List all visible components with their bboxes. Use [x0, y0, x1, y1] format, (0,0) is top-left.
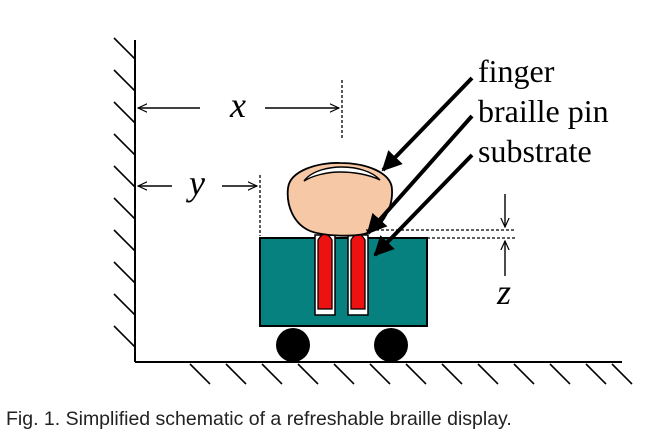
- substrate-label: substrate: [478, 133, 592, 169]
- left-wheel: [276, 328, 310, 362]
- z-dimension: [366, 194, 515, 276]
- finger-label: finger: [478, 53, 555, 89]
- floor-hatching: [189, 363, 633, 385]
- y-label: y: [186, 163, 205, 203]
- braille-pin-label: braille pin: [478, 93, 609, 129]
- x-label: x: [229, 85, 246, 125]
- x-dimension: [138, 80, 343, 140]
- braille-pin-right: [347, 233, 369, 316]
- z-label: z: [496, 272, 511, 312]
- braille-pin-left: [314, 233, 336, 316]
- figure-caption: Fig. 1. Simplified schematic of a refres…: [6, 408, 512, 430]
- y-dimension: [138, 175, 261, 236]
- wall-hatching: [113, 37, 136, 348]
- fingernail: [303, 166, 381, 182]
- substrate-block: [259, 237, 428, 327]
- braille-pin-pointer-arrow: [366, 114, 474, 235]
- right-wheel: [374, 328, 408, 362]
- finger-pointer-arrow: [381, 76, 474, 172]
- wall: [113, 37, 136, 362]
- substrate-pointer-arrow: [373, 153, 474, 257]
- floor: [135, 361, 633, 385]
